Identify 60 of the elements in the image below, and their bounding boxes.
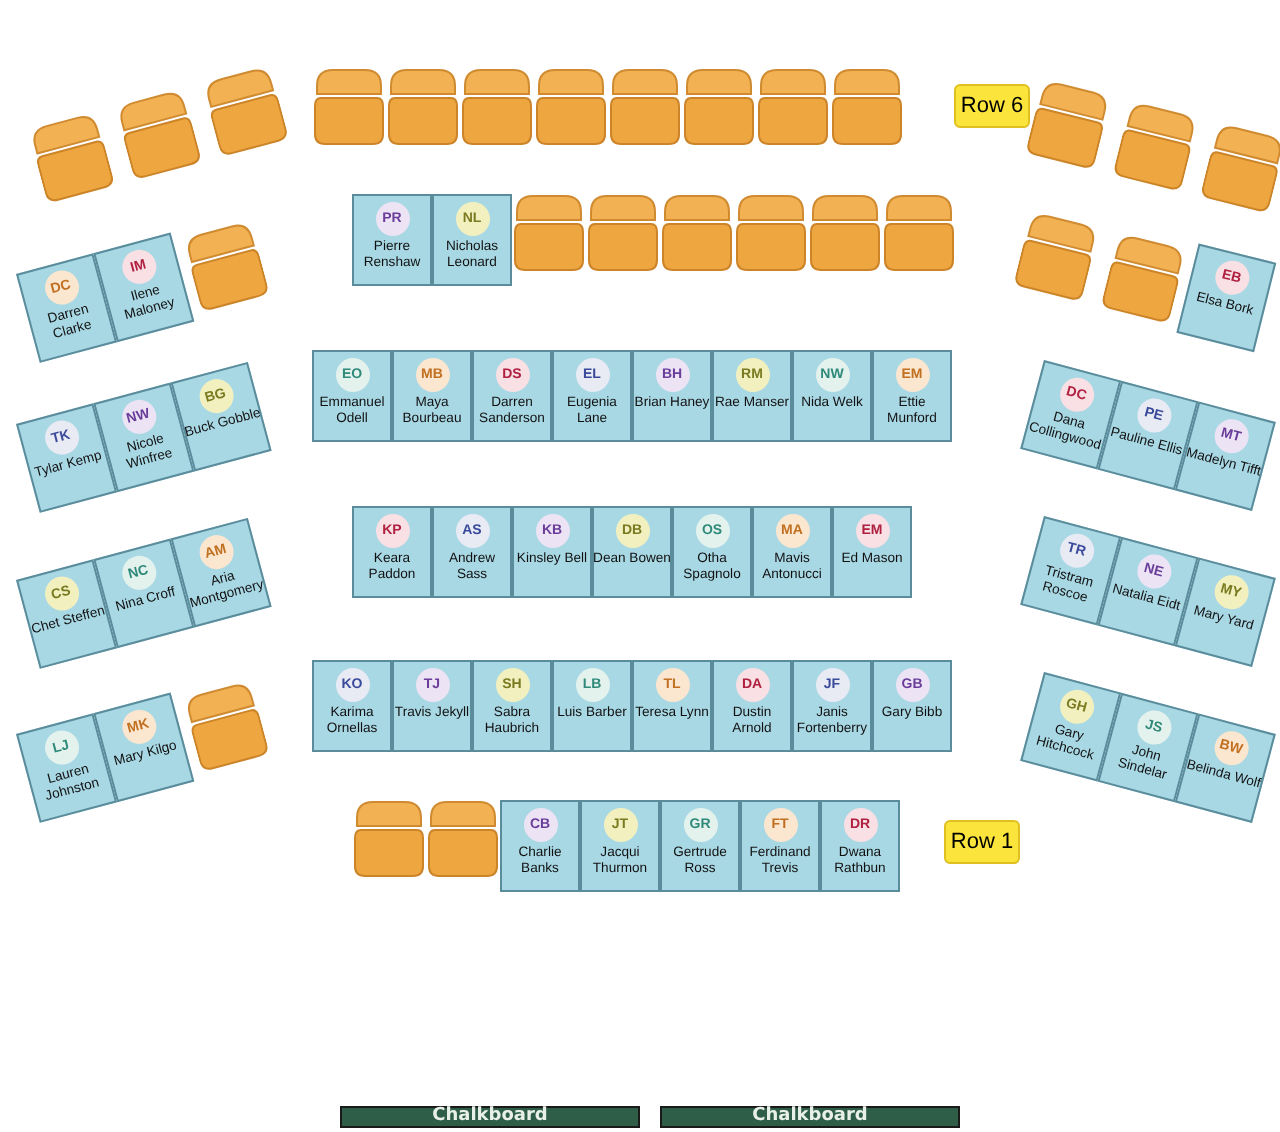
student-desk xyxy=(472,350,552,442)
student-desk xyxy=(792,660,872,752)
student-desk xyxy=(592,506,672,598)
chalkboard: Chalkboard xyxy=(660,1106,960,1128)
chair xyxy=(758,68,828,146)
chair xyxy=(610,68,680,146)
chair xyxy=(1100,231,1187,325)
chair xyxy=(514,194,584,272)
chair xyxy=(182,679,271,774)
student-desk xyxy=(832,506,912,598)
chair xyxy=(1199,121,1280,215)
chair xyxy=(1024,78,1112,171)
chair xyxy=(201,64,290,158)
chair xyxy=(354,800,424,878)
chair xyxy=(314,68,384,146)
student-desk xyxy=(500,800,580,892)
student-desk xyxy=(392,350,472,442)
chair xyxy=(1012,210,1100,303)
student-desk xyxy=(632,350,712,442)
chair xyxy=(662,194,732,272)
student-desk xyxy=(580,800,660,892)
chalkboard: Chalkboard xyxy=(340,1106,640,1128)
chair xyxy=(428,800,498,878)
student-desk xyxy=(792,350,872,442)
chair xyxy=(114,87,203,182)
student-desk xyxy=(312,350,392,442)
chair xyxy=(536,68,606,146)
student-desk xyxy=(872,660,952,752)
chair xyxy=(27,111,116,205)
chair xyxy=(388,68,458,146)
student-desk xyxy=(312,660,392,752)
student-desk xyxy=(392,660,472,752)
student-desk xyxy=(552,350,632,442)
student-desk xyxy=(632,660,712,752)
chair xyxy=(810,194,880,272)
chair xyxy=(832,68,902,146)
student-desk xyxy=(672,506,752,598)
chair xyxy=(684,68,754,146)
chair xyxy=(462,68,532,146)
student-desk xyxy=(432,194,512,286)
row-label: Row 6 xyxy=(954,84,1030,128)
chair xyxy=(1112,99,1199,193)
student-desk xyxy=(820,800,900,892)
chair xyxy=(884,194,954,272)
student-desk xyxy=(552,660,632,752)
student-desk xyxy=(472,660,552,752)
chair xyxy=(736,194,806,272)
student-desk xyxy=(352,194,432,286)
student-desk xyxy=(432,506,512,598)
student-desk xyxy=(712,350,792,442)
chair xyxy=(588,194,658,272)
student-desk xyxy=(512,506,592,598)
student-desk xyxy=(740,800,820,892)
row-label: Row 1 xyxy=(944,820,1020,864)
student-desk xyxy=(712,660,792,752)
chair xyxy=(182,219,271,314)
student-desk xyxy=(752,506,832,598)
student-desk xyxy=(352,506,432,598)
student-desk xyxy=(660,800,740,892)
student-desk xyxy=(872,350,952,442)
